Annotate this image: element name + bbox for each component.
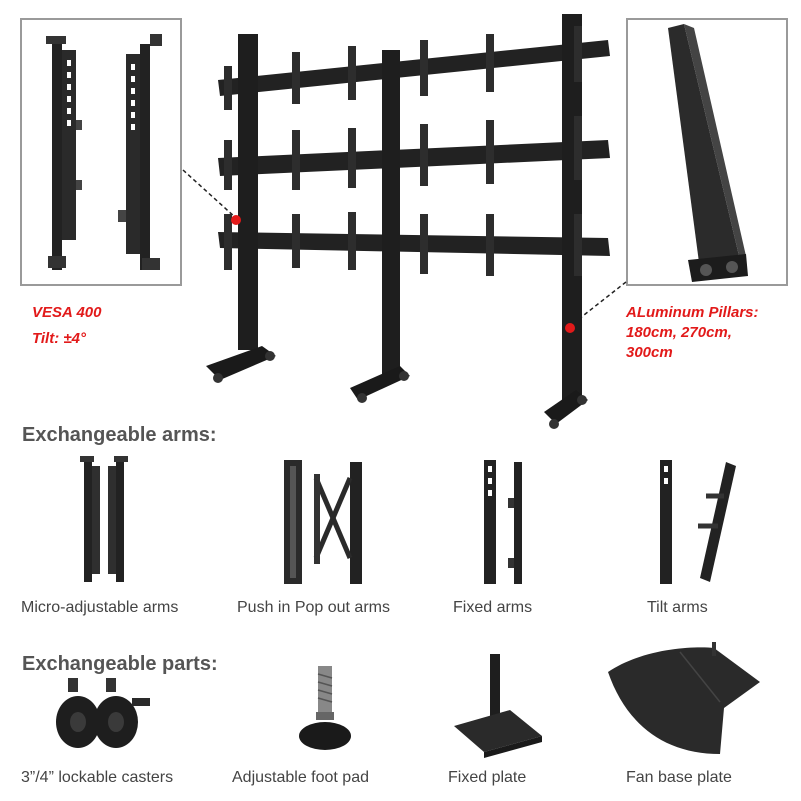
arms-section-title: Exchangeable arms: xyxy=(22,424,217,446)
tilt-arm-icon xyxy=(660,460,736,584)
foot-pad-icon xyxy=(299,666,351,750)
arm-caption-tilt: Tilt arms xyxy=(647,599,708,616)
fixed-plate-icon xyxy=(454,654,542,758)
aluminum-pillar-icon xyxy=(668,24,748,282)
push-pop-arm-icon xyxy=(284,460,362,584)
arm-caption-micro: Micro-adjustable arms xyxy=(21,599,179,616)
part-caption-footpad: Adjustable foot pad xyxy=(232,769,369,786)
vesa-label: VESA 400 xyxy=(32,304,102,321)
arm-caption-fixed: Fixed arms xyxy=(453,599,533,616)
pillar-marker-dot xyxy=(565,323,575,333)
video-wall-stand-icon xyxy=(182,14,627,429)
fan-base-plate-icon xyxy=(608,642,760,754)
vesa-marker-dot xyxy=(231,215,241,225)
part-caption-casters: 3”/4” lockable casters xyxy=(21,769,174,786)
micro-adjustable-arm-icon xyxy=(80,456,128,582)
pillar-detail-inset xyxy=(626,18,788,286)
arm-detail-inset xyxy=(20,18,182,286)
parts-section-title: Exchangeable parts: xyxy=(22,653,218,675)
pillars-label-line3: 300cm xyxy=(626,344,673,361)
pillars-label-line2: 180cm, 270cm, xyxy=(626,324,732,341)
arm-caption-pushpop: Push in Pop out arms xyxy=(237,599,390,616)
fixed-arm-icon xyxy=(484,460,522,584)
part-caption-fanbase: Fan base plate xyxy=(626,769,732,786)
caster-icon xyxy=(56,678,150,748)
arm-detail-icon xyxy=(46,34,162,270)
tilt-label: Tilt: ±4° xyxy=(32,330,86,347)
pillars-label-line1: ALuminum Pillars: xyxy=(626,304,759,321)
part-caption-fixedplate: Fixed plate xyxy=(448,769,527,786)
